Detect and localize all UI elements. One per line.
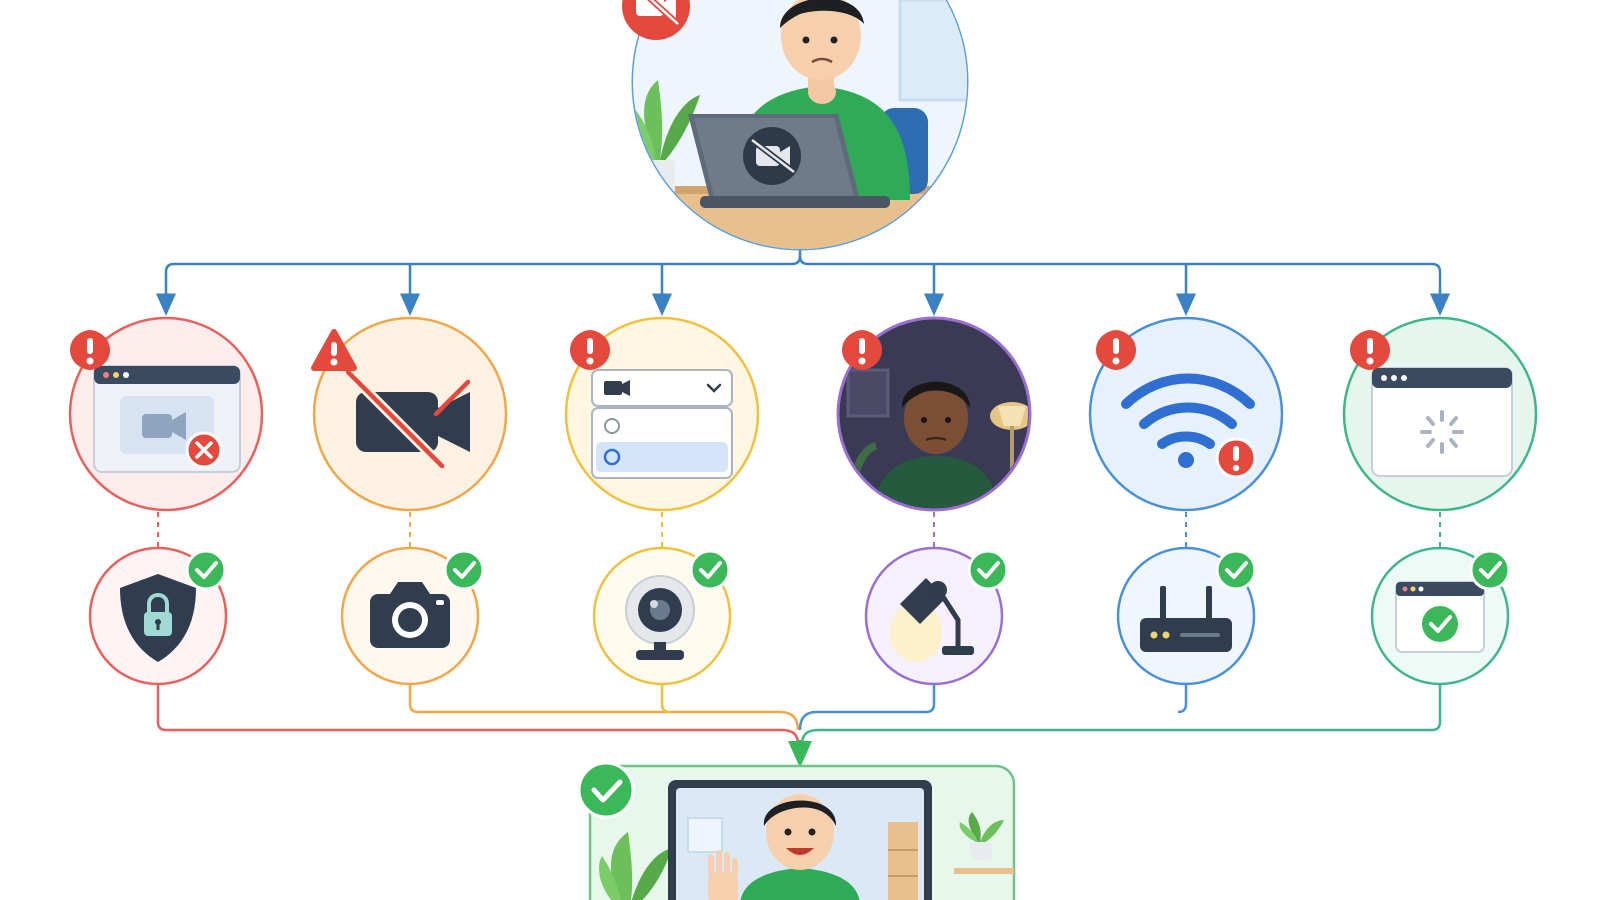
fix-check-router (1116, 546, 1257, 686)
wifi-warning-icon (1121, 373, 1255, 468)
device-dropdown-icon (591, 369, 733, 479)
camera-off-icon (344, 368, 471, 470)
check-icon (577, 761, 635, 819)
check-badge-icon (185, 549, 227, 591)
resolution-connectors (156, 684, 1442, 768)
fix-row (88, 546, 1511, 686)
cause-network (1088, 316, 1284, 512)
warning-icon (570, 330, 610, 370)
fix-allow-permission (88, 546, 228, 686)
browser-camera-blocked-icon (93, 365, 241, 473)
problem-connectors (156, 236, 1450, 316)
warning-icon (70, 330, 110, 370)
warning-icon (311, 329, 357, 371)
router-icon (1140, 586, 1232, 652)
laptop (688, 114, 890, 208)
cause-wrong-device (564, 316, 760, 512)
warning-icon (1096, 330, 1136, 370)
camera-icon (370, 582, 450, 648)
warning-icon (1350, 330, 1390, 370)
warning-icon (842, 330, 882, 370)
problem-illustration (622, 0, 969, 251)
error-badge-icon (1215, 437, 1257, 479)
result-illustration (577, 761, 1016, 900)
browser-check-icon (1395, 581, 1485, 653)
shield-lock-icon (120, 574, 196, 662)
webcam-icon (625, 575, 695, 660)
plant-icon (954, 812, 1014, 874)
waving-hand (708, 850, 738, 900)
check-badge-icon (1469, 549, 1511, 591)
cause-permission-blocked (68, 316, 264, 512)
browser-loading-icon (1371, 367, 1513, 477)
fix-enable-camera (340, 546, 485, 686)
cause-fix-links (157, 512, 1441, 548)
fix-reload-app (1370, 546, 1511, 686)
check-badge-icon (967, 549, 1009, 591)
check-badge-icon (689, 549, 731, 591)
cause-app-loading (1342, 316, 1538, 512)
fix-select-webcam (592, 546, 732, 686)
cause-camera-disabled (311, 316, 508, 512)
check-badge-icon (443, 549, 485, 591)
fix-add-light (864, 546, 1009, 686)
camera-off-badge (622, 0, 690, 40)
cause-row (68, 316, 1538, 512)
camera-off-icon (750, 137, 796, 175)
cause-poor-lighting (836, 316, 1032, 512)
waving-person (708, 794, 860, 900)
dark-room-person-icon (840, 320, 1028, 508)
plant-icon (599, 832, 672, 900)
check-badge-icon (1215, 549, 1257, 591)
desk-lamp-icon (890, 578, 974, 662)
